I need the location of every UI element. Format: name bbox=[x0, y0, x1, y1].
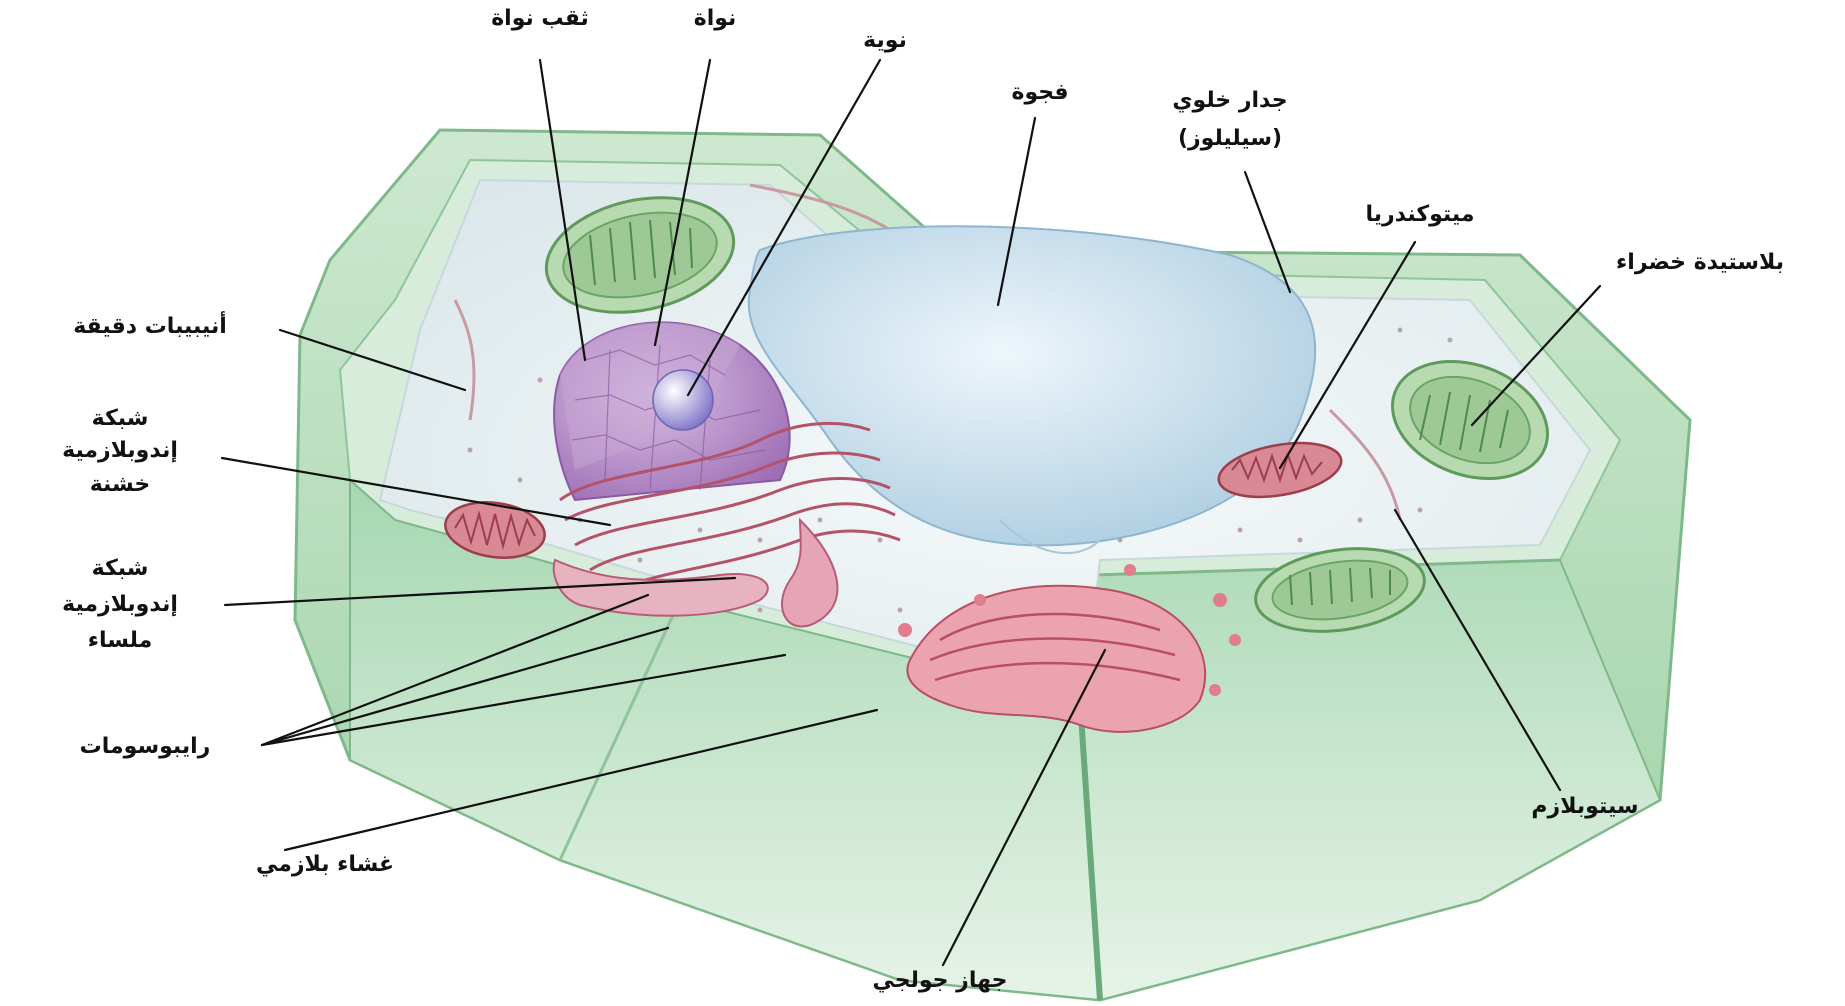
label-nucleus: نواة bbox=[670, 4, 760, 34]
label-smooth-er-line2: إندوبلازمية bbox=[20, 590, 220, 620]
label-chloroplast: بلاستيدة خضراء bbox=[1570, 248, 1830, 278]
label-cytoplasm: سيتوبلازم bbox=[1490, 792, 1680, 822]
label-smooth-er-line1: شبكة bbox=[20, 554, 220, 584]
label-rough-er-line1: شبكة bbox=[20, 404, 220, 434]
label-nuclear-pore: ثقب نواة bbox=[465, 4, 615, 34]
label-rough-er-line3: خشنة bbox=[20, 470, 220, 500]
label-cell-wall-line2: (سيليلوز) bbox=[1140, 124, 1320, 154]
label-vacuole: فجوة bbox=[990, 78, 1090, 108]
label-cell-wall-line1: جدار خلوي bbox=[1140, 86, 1320, 116]
label-smooth-er-line3: ملساء bbox=[20, 626, 220, 656]
label-mitochondria: ميتوكندريا bbox=[1320, 200, 1520, 230]
label-plasma-membrane: غشاء بلازمي bbox=[215, 850, 435, 880]
label-ribosomes: رايبوسومات bbox=[35, 732, 255, 762]
label-nucleolus: نوية bbox=[840, 26, 930, 56]
nucleolus-shape bbox=[653, 370, 713, 430]
label-microtubules: أنيبيبات دقيقة bbox=[25, 312, 275, 342]
label-rough-er-line2: إندوبلازمية bbox=[20, 436, 220, 466]
label-golgi: جهاز جولجي bbox=[840, 966, 1040, 996]
